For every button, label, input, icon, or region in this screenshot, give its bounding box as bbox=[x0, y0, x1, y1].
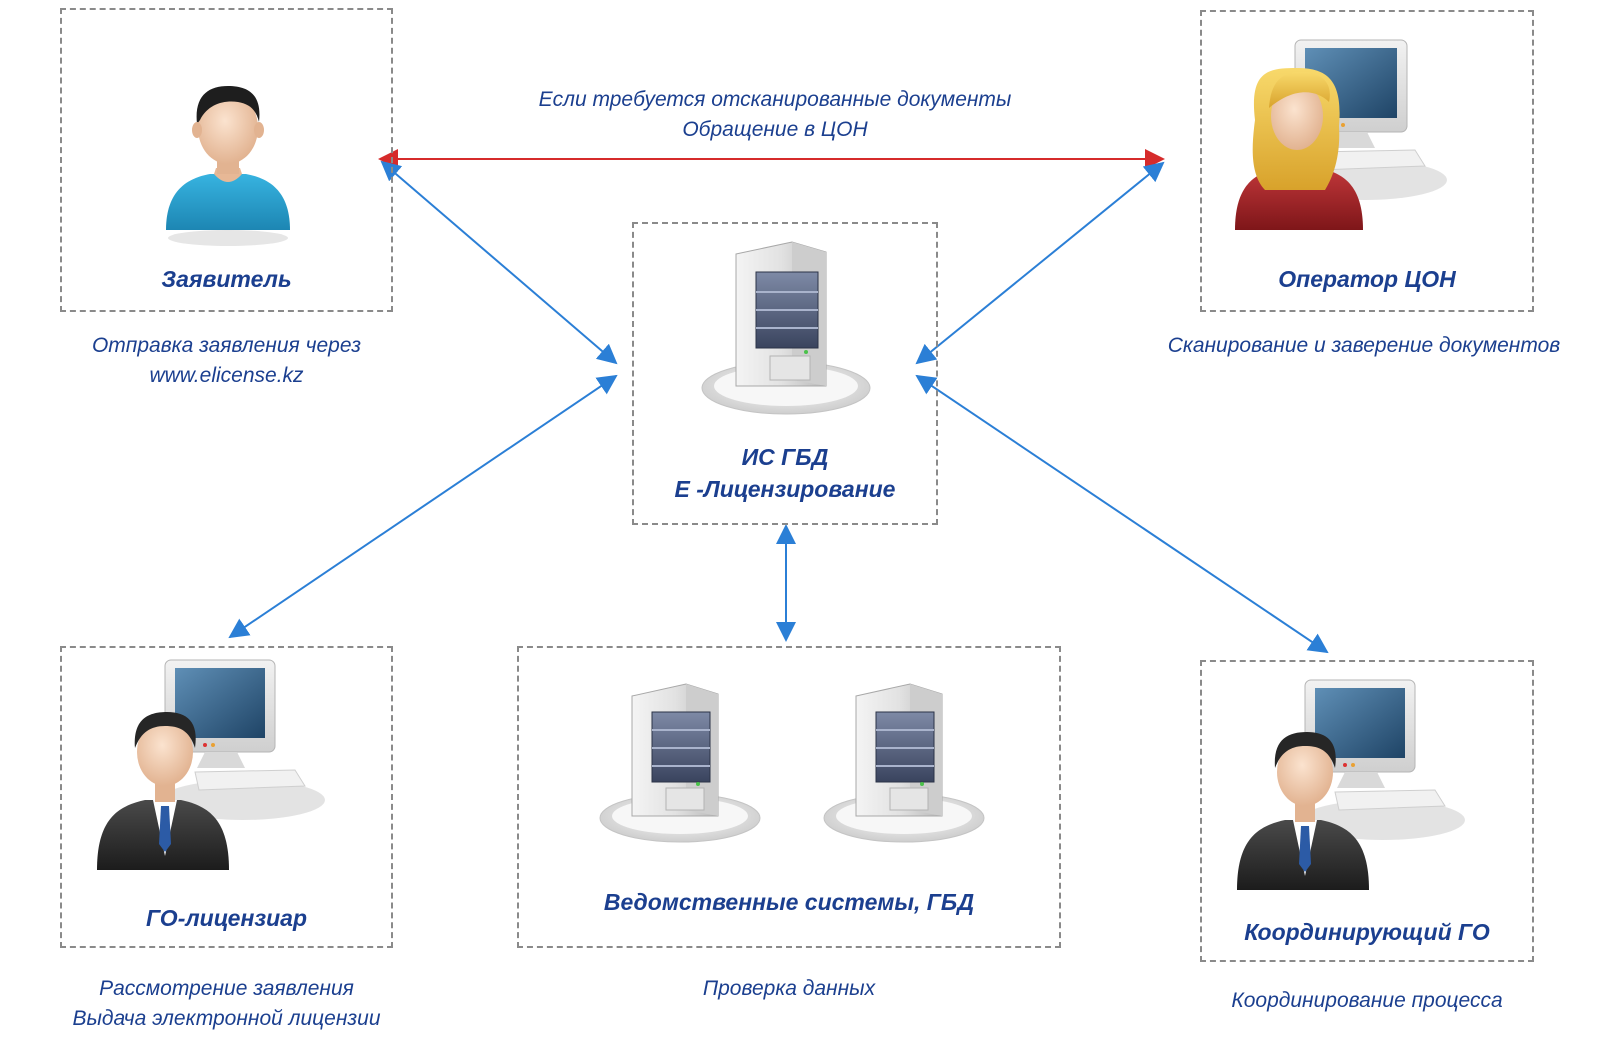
coordinator-title: Координирующий ГО bbox=[1244, 919, 1490, 945]
licensor-caption-line1: Рассмотрение заявления bbox=[99, 977, 354, 1000]
operator-title: Оператор ЦОН bbox=[1278, 266, 1456, 292]
central-title-line1: ИС ГБД bbox=[741, 444, 829, 470]
licensor-caption-line2: Выдача электронной лицензии bbox=[72, 1007, 381, 1030]
central-title-line2: Е -Лицензирование bbox=[674, 476, 896, 502]
operator-box bbox=[1200, 10, 1534, 312]
arrow-applicant-central bbox=[380, 160, 618, 365]
officer-workstation-icon-coordinator bbox=[1237, 679, 1465, 890]
licensor-title: ГО-лицензиар bbox=[145, 905, 307, 931]
coordinator-box bbox=[1200, 660, 1534, 962]
arrow-coordinator-central bbox=[915, 374, 1329, 654]
departmental-box bbox=[517, 646, 1061, 948]
top-link-caption-line2: Обращение в ЦОН bbox=[682, 118, 868, 141]
server-icon-left bbox=[599, 683, 761, 843]
user-icon bbox=[166, 86, 290, 246]
departmental-title: Ведомственные системы, ГБД bbox=[603, 889, 975, 915]
applicant-title: Заявитель bbox=[161, 266, 292, 292]
top-link-caption-line1: Если требуется отсканированные документы bbox=[538, 88, 1012, 111]
arrow-licensor-central bbox=[228, 374, 618, 639]
licensor-box bbox=[60, 646, 393, 948]
officer-workstation-icon bbox=[97, 659, 325, 870]
arrow-operator-central bbox=[915, 161, 1165, 365]
operator-caption: Сканирование и заверение документов bbox=[1167, 334, 1561, 357]
coordinator-caption: Координирование процесса bbox=[1231, 989, 1503, 1012]
operator-workstation-icon bbox=[1235, 39, 1447, 230]
central-box bbox=[632, 222, 938, 525]
applicant-caption-line2: www.elicense.kz bbox=[149, 364, 304, 387]
applicant-caption-line1: Отправка заявления через bbox=[91, 334, 362, 357]
server-icon bbox=[701, 241, 871, 415]
applicant-box bbox=[60, 8, 393, 312]
departmental-caption: Проверка данных bbox=[702, 977, 876, 1000]
server-icon-right bbox=[823, 683, 985, 843]
